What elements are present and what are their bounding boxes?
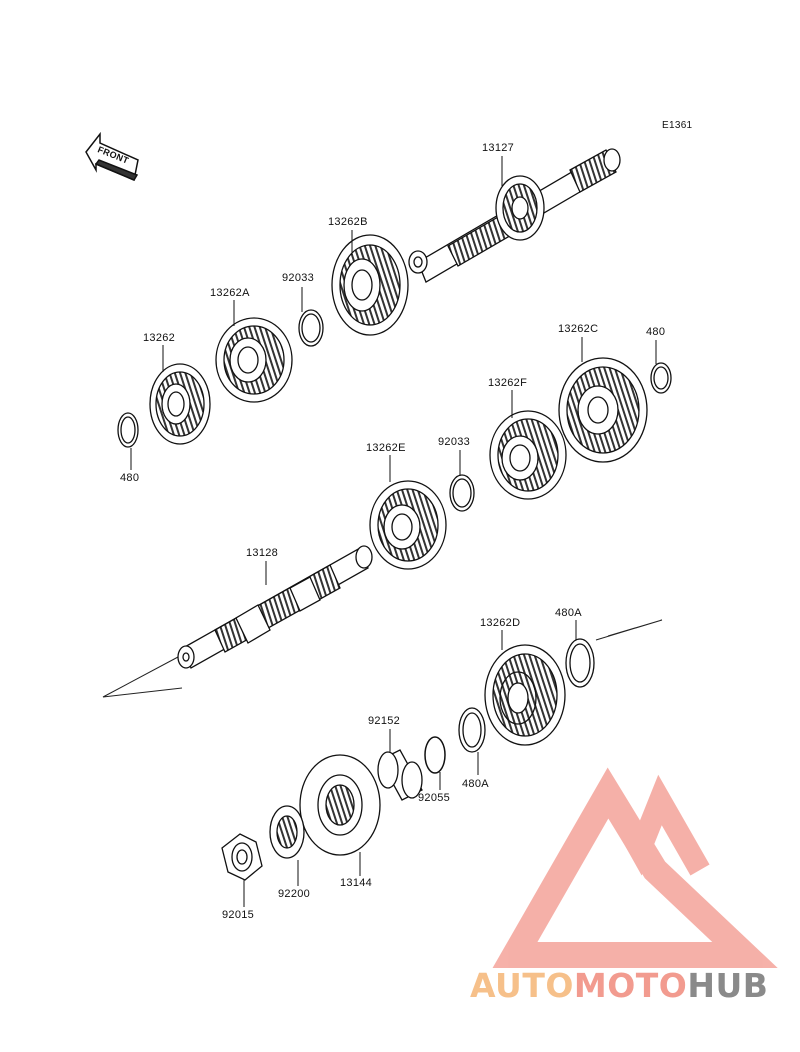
gear-13262F (489, 410, 567, 500)
label-13128: 13128 (246, 547, 279, 559)
label-92152: 92152 (368, 715, 401, 727)
gear-13262A (215, 317, 293, 403)
diagram-code: E1361 (662, 120, 693, 131)
circlip-480A-right (565, 638, 595, 688)
shaft-13128 (177, 545, 373, 669)
label-480-right: 480 (646, 326, 666, 338)
watermark-moto: MOTO (573, 966, 688, 1005)
label-92033-upper: 92033 (282, 272, 315, 284)
label-13262E: 13262E (366, 442, 406, 454)
label-480A-left: 480A (462, 778, 489, 790)
watermark-brand-text: AUTOMOTOHUB (470, 966, 768, 1005)
circlip-480-left (117, 412, 139, 448)
axis-lines (102, 619, 663, 698)
gear-13262B (331, 234, 409, 336)
label-92015: 92015 (222, 909, 255, 921)
front-arrow-icon (85, 131, 139, 182)
gear-on-shaft-13127 (495, 175, 545, 241)
label-13262F: 13262F (488, 377, 528, 389)
watermark-auto: AUTO (470, 966, 574, 1005)
label-92200: 92200 (278, 888, 311, 900)
circlip-480-right (650, 362, 672, 394)
label-13262B: 13262B (328, 216, 368, 228)
label-13262: 13262 (143, 332, 176, 344)
washer-92200 (269, 805, 305, 859)
collar-92152 (377, 749, 423, 801)
gear-13262D (484, 644, 566, 746)
label-480A-right: 480A (555, 607, 582, 619)
gear-13262C (558, 357, 648, 463)
watermark-logo (492, 767, 778, 968)
o-ring-92055 (424, 736, 446, 774)
label-92033-lower: 92033 (438, 436, 471, 448)
label-92055: 92055 (418, 792, 451, 804)
label-13262C: 13262C (558, 323, 599, 335)
label-480-left: 480 (120, 472, 140, 484)
leader-lines (130, 156, 657, 907)
label-13144: 13144 (340, 877, 373, 889)
circlip-480A-left (458, 707, 486, 753)
label-13127: 13127 (482, 142, 515, 154)
watermark-hub: HUB (687, 966, 769, 1005)
label-13262D: 13262D (480, 617, 521, 629)
sprocket-13144 (299, 754, 381, 856)
circlip-92033-lower (449, 474, 475, 512)
circlip-92033-upper (298, 309, 324, 347)
gear-13262 (149, 363, 211, 445)
label-13262A: 13262A (210, 287, 250, 299)
nut-92015 (221, 833, 263, 881)
gear-13262E (369, 480, 447, 570)
